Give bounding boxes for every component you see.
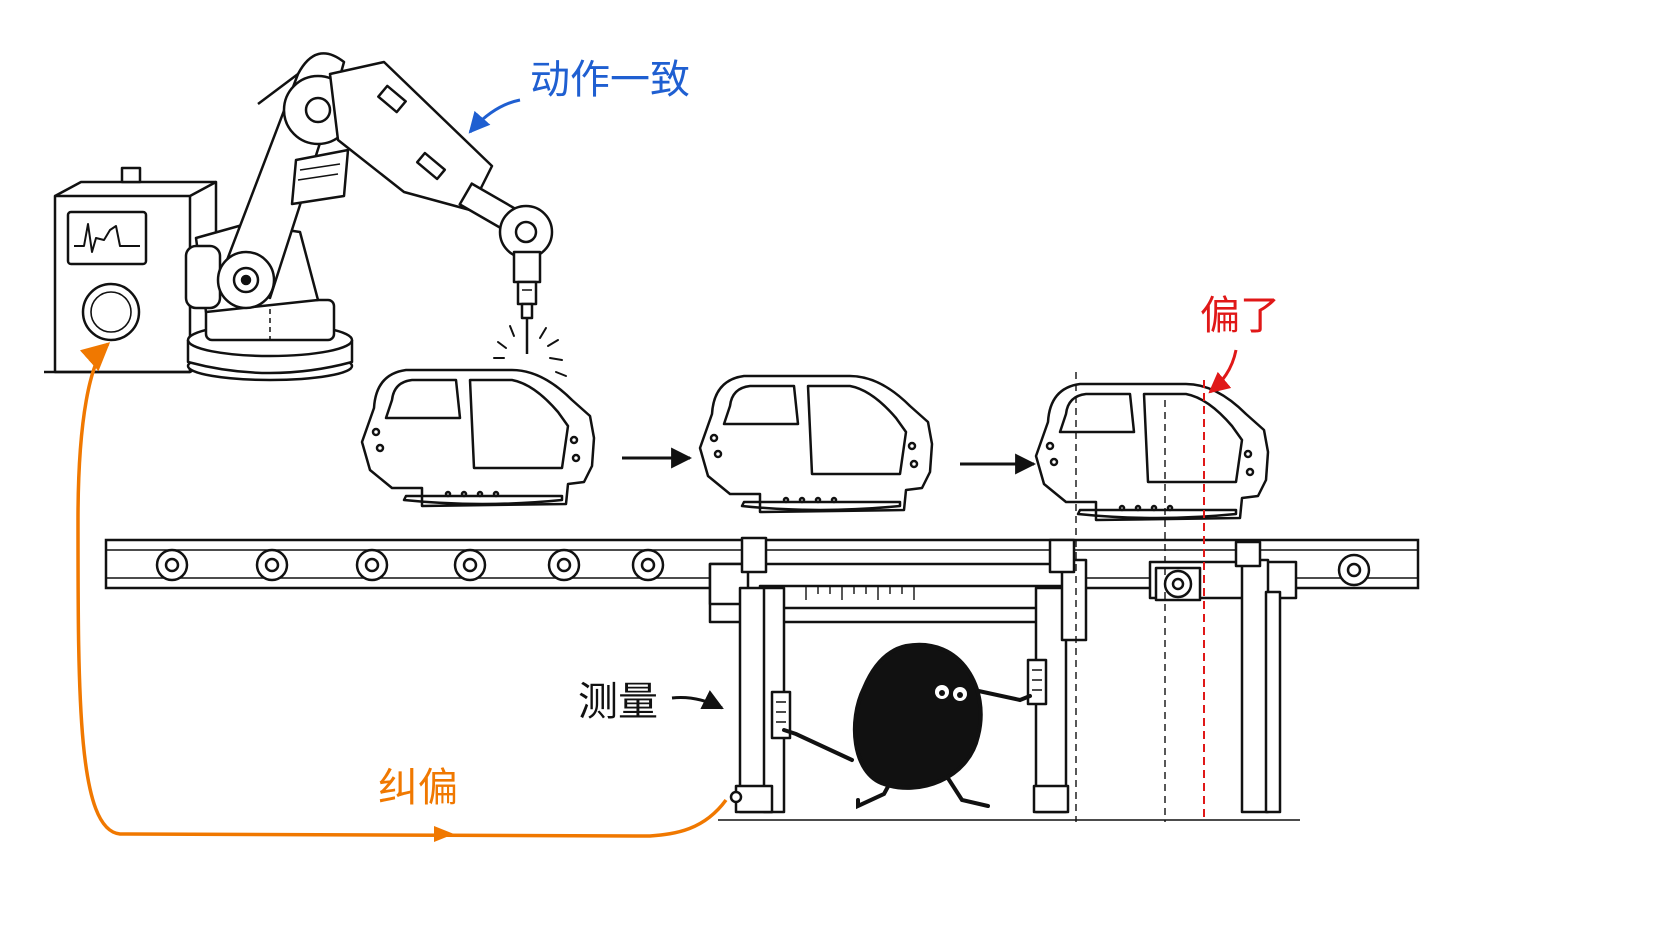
measuring-character <box>782 642 1032 810</box>
correction-feedback-line <box>76 342 728 838</box>
correction-direction-arrow-icon <box>434 826 454 842</box>
robot-arm <box>184 52 554 382</box>
reference-line <box>1075 372 1166 822</box>
weld-spark-icon <box>493 325 567 377</box>
label-correction: 纠偏 <box>378 765 458 811</box>
car-body-frame <box>360 368 596 508</box>
label-measure: 测量 <box>578 679 658 725</box>
car-body-frame-offset <box>1034 382 1270 522</box>
label-offset: 偏了 <box>1200 293 1280 339</box>
controller-cabinet <box>44 166 218 374</box>
measuring-gauge-frame-right <box>1148 540 1298 814</box>
measure-arrow-icon <box>671 690 724 710</box>
measuring-gauge-frame <box>708 536 1088 814</box>
consistent-arrow-icon <box>468 98 521 134</box>
car-body-frame <box>698 374 934 514</box>
label-consistent-motion: 动作一致 <box>530 57 690 103</box>
offset-arrow-icon <box>1208 349 1238 394</box>
